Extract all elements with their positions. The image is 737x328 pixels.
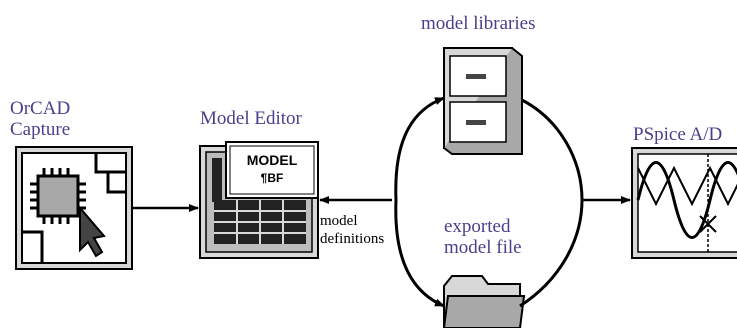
file-cabinet-icon [443, 47, 523, 155]
model-editor-label: Model Editor [200, 108, 302, 129]
orcad-capture-label-line2: Capture [10, 119, 71, 140]
model-libraries-label: model libraries [421, 13, 536, 34]
folder-icon [442, 275, 526, 328]
exported-model-file-label: exported model file [444, 216, 522, 258]
model-editor-icon [199, 141, 319, 259]
exported-model-file-line2: model file [444, 237, 522, 258]
model-definitions-line2: definitions [320, 231, 385, 247]
edge-to-libraries [394, 96, 445, 201]
model-card-subtitle: ¶BF [261, 171, 284, 185]
chip-schematic-icon [15, 146, 133, 270]
pspice-label: PSpice A/D [633, 124, 723, 145]
waveform-display-icon [631, 147, 737, 259]
model-definitions-line1: model [320, 213, 358, 229]
model-definitions-label: model definitions [320, 212, 384, 248]
orcad-capture-label: OrCAD Capture [10, 98, 70, 140]
edge-to-exported [394, 199, 445, 308]
orcad-capture-label-line1: OrCAD [10, 98, 71, 119]
exported-model-file-line1: exported [444, 216, 511, 237]
model-card-title: MODEL [247, 152, 298, 168]
edge-return-loop [519, 98, 584, 308]
